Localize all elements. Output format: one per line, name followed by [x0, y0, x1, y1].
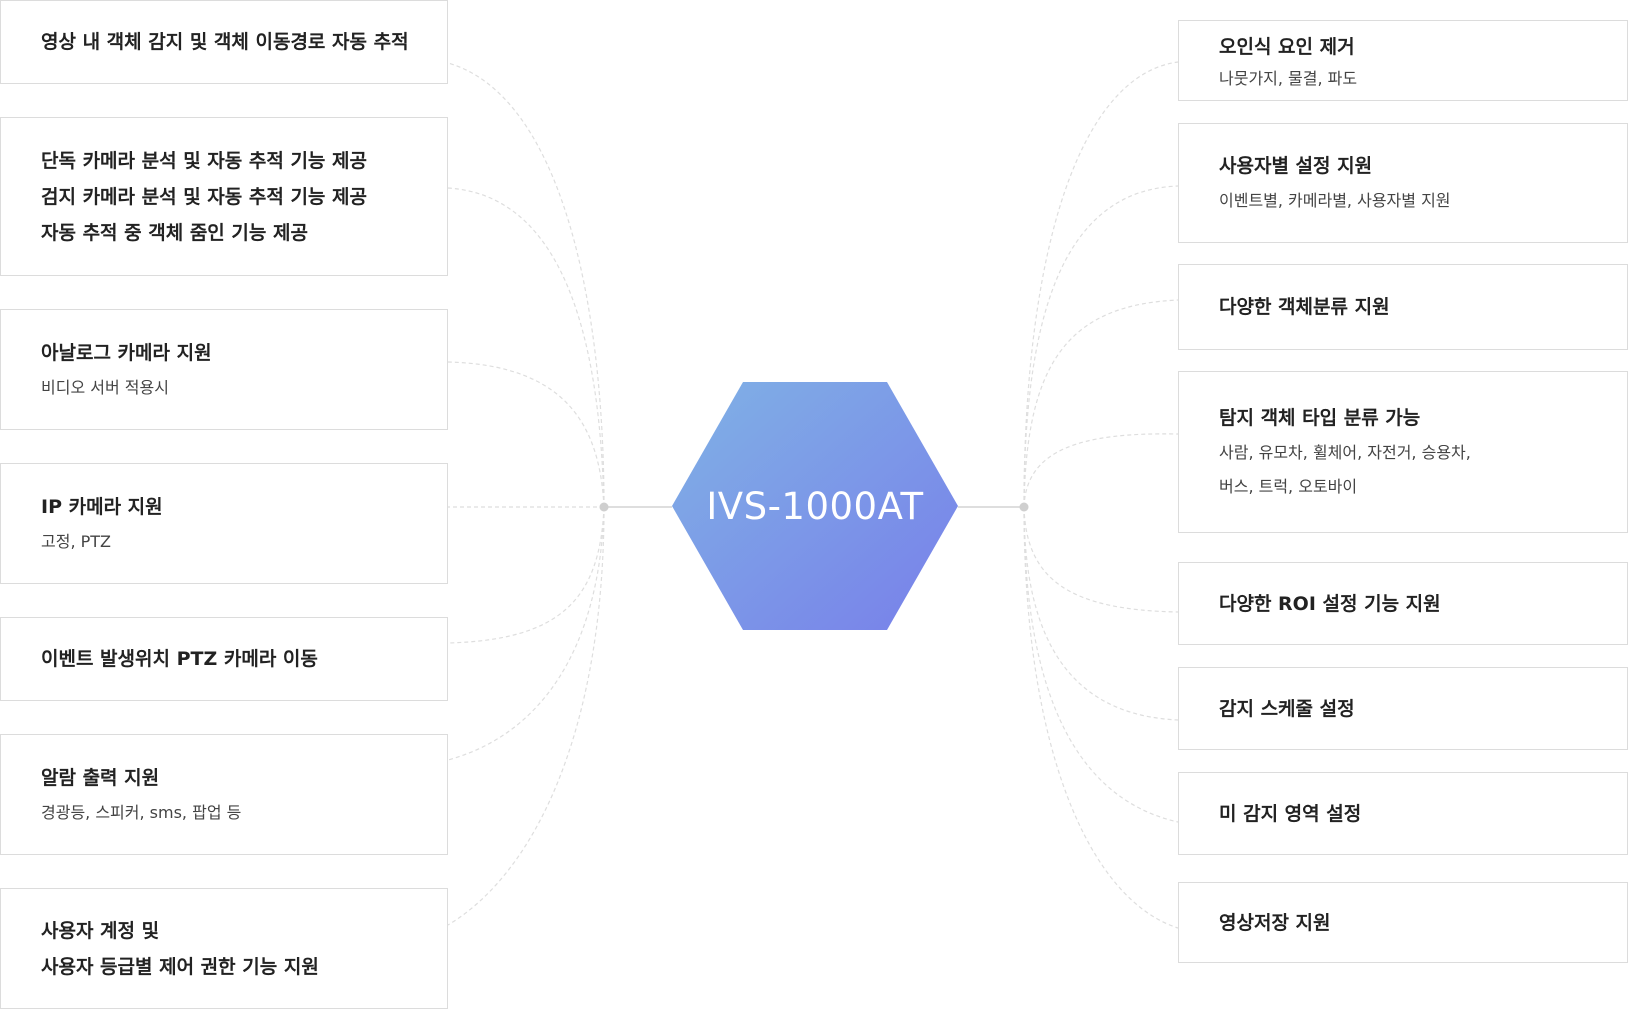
- connector-left-2: [447, 187, 605, 508]
- connector-left-6: [447, 506, 605, 761]
- connector-right-5: [1023, 506, 1179, 613]
- feature-title: 감지 스케줄 설정: [1219, 697, 1355, 720]
- connector-right-1: [1023, 61, 1179, 508]
- connector-right-3: [1023, 299, 1179, 508]
- feature-box-user-accounts: 사용자 계정 및 사용자 등급별 제어 권한 기능 지원: [0, 888, 448, 1009]
- feature-subtitle: 사람, 유모차, 휠체어, 자전거, 승용차,: [1219, 443, 1471, 462]
- feature-subtitle: 경광등, 스피커, sms, 팝업 등: [41, 802, 242, 822]
- center-title: IVS-1000AT: [706, 484, 924, 528]
- feature-title: 영상저장 지원: [1219, 911, 1331, 934]
- feature-box-roi-settings: 다양한 ROI 설정 기능 지원: [1178, 562, 1628, 645]
- feature-box-analog-camera: 아날로그 카메라 지원 비디오 서버 적용시: [0, 309, 448, 430]
- feature-subtitle: 비디오 서버 적용시: [41, 377, 169, 397]
- connector-right-2: [1023, 185, 1179, 508]
- feature-box-user-settings: 사용자별 설정 지원 이벤트별, 카메라별, 사용자별 지원: [1178, 123, 1628, 243]
- feature-subtitle: 이벤트별, 카메라별, 사용자별 지원: [1219, 191, 1451, 210]
- feature-title: 사용자 등급별 제어 권한 기능 지원: [41, 955, 319, 978]
- feature-box-object-detection: 영상 내 객체 감지 및 객체 이동경로 자동 추적: [0, 0, 448, 84]
- feature-title: 사용자 계정 및: [41, 919, 160, 942]
- feature-box-exclusion-zone: 미 감지 영역 설정: [1178, 772, 1628, 855]
- feature-box-camera-analysis: 단독 카메라 분석 및 자동 추적 기능 제공 검지 카메라 분석 및 자동 추…: [0, 117, 448, 276]
- connector-right-4: [1023, 433, 1179, 508]
- center-hexagon: IVS-1000AT: [672, 382, 958, 630]
- feature-title: 단독 카메라 분석 및 자동 추적 기능 제공: [41, 149, 367, 172]
- feature-title: 자동 추적 중 객체 줌인 기능 제공: [41, 221, 308, 244]
- connector-left-7: [447, 506, 605, 926]
- feature-subtitle: 버스, 트럭, 오토바이: [1219, 477, 1358, 496]
- feature-title: IP 카메라 지원: [41, 495, 163, 518]
- feature-subtitle: 고정, PTZ: [41, 531, 111, 551]
- feature-box-alarm-output: 알람 출력 지원 경광등, 스피커, sms, 팝업 등: [0, 734, 448, 855]
- feature-title: 사용자별 설정 지원: [1219, 155, 1373, 177]
- feature-title: 오인식 요인 제거: [1219, 35, 1355, 58]
- connector-right-7: [1023, 506, 1179, 823]
- feature-box-ip-camera: IP 카메라 지원 고정, PTZ: [0, 463, 448, 584]
- node-left: [599, 502, 609, 512]
- feature-box-object-classification: 다양한 객체분류 지원: [1178, 264, 1628, 350]
- connector-right-6: [1023, 506, 1179, 721]
- feature-title: 다양한 ROI 설정 기능 지원: [1219, 592, 1441, 615]
- feature-title: 검지 카메라 분석 및 자동 추적 기능 제공: [41, 185, 367, 208]
- connector-left-1: [447, 62, 605, 508]
- hexagon-shape: [672, 382, 958, 630]
- feature-title: 아날로그 카메라 지원: [41, 341, 212, 364]
- node-right: [1019, 502, 1029, 512]
- feature-box-detection-schedule: 감지 스케줄 설정: [1178, 667, 1628, 750]
- feature-title: 영상 내 객체 감지 및 객체 이동경로 자동 추적: [41, 31, 409, 53]
- feature-title: 알람 출력 지원: [41, 766, 160, 789]
- feature-box-object-type: 탐지 객체 타입 분류 가능 사람, 유모차, 휠체어, 자전거, 승용차, 버…: [1178, 371, 1628, 533]
- connector-left-3: [447, 361, 605, 508]
- feature-box-video-storage: 영상저장 지원: [1178, 882, 1628, 963]
- feature-title: 다양한 객체분류 지원: [1219, 296, 1390, 318]
- connector-right-8: [1023, 506, 1179, 929]
- feature-box-ptz-move: 이벤트 발생위치 PTZ 카메라 이동: [0, 617, 448, 701]
- feature-title: 미 감지 영역 설정: [1219, 802, 1362, 825]
- feature-box-false-detection: 오인식 요인 제거 나뭇가지, 물결, 파도: [1178, 20, 1628, 101]
- feature-subtitle: 나뭇가지, 물결, 파도: [1219, 68, 1358, 88]
- feature-title: 탐지 객체 타입 분류 가능: [1219, 407, 1421, 429]
- feature-title: 이벤트 발생위치 PTZ 카메라 이동: [41, 648, 318, 670]
- connector-left-5: [447, 506, 605, 644]
